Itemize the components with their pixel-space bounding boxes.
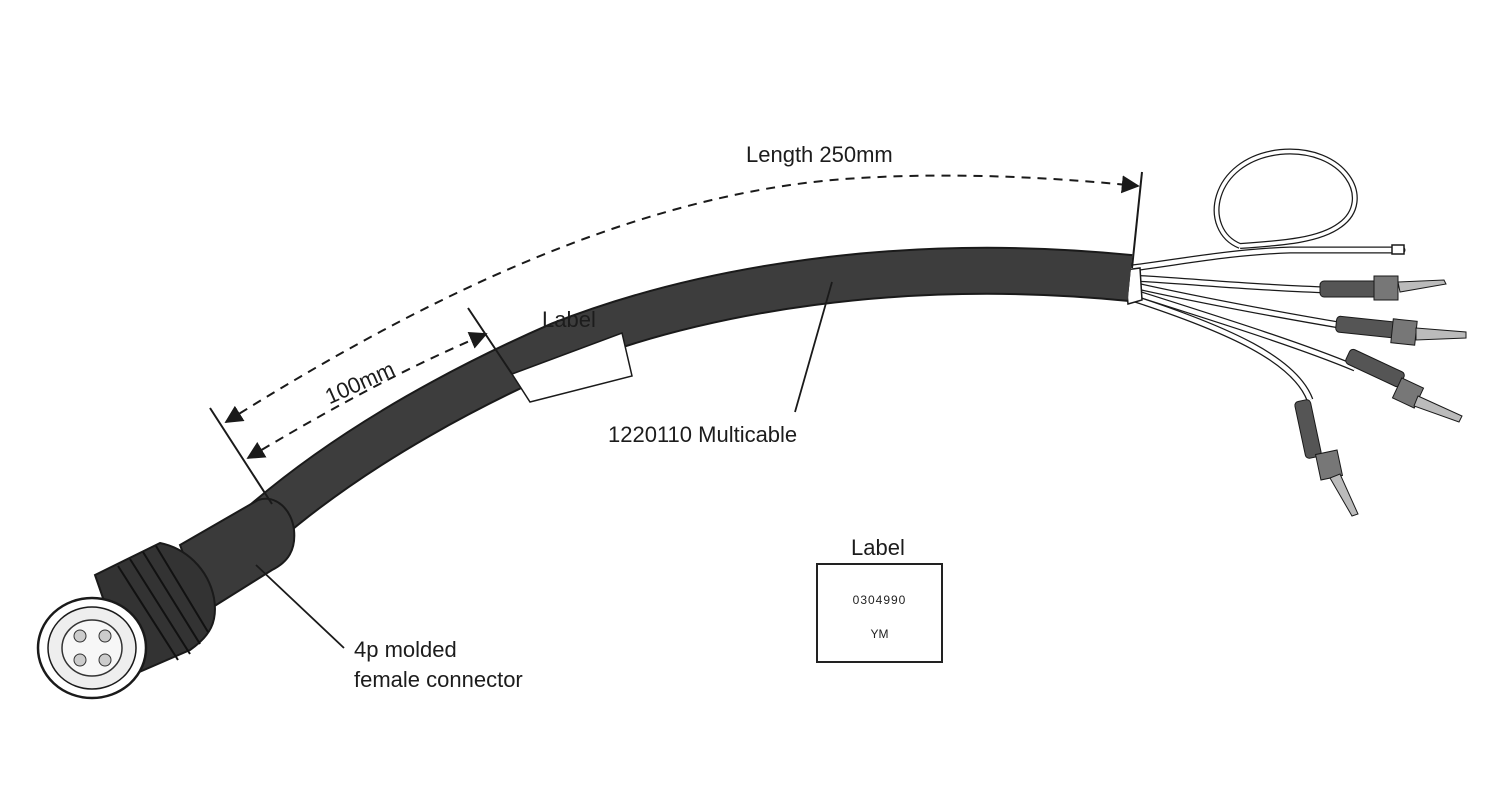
label-detail-box: 0304990 YM (816, 563, 943, 663)
connector-leader (255, 564, 345, 649)
dimension-250-arc (224, 174, 1140, 423)
multicable-leader (794, 281, 833, 413)
label-detail-code: 0304990 (852, 593, 907, 607)
cable-label-callout: Label (542, 307, 596, 332)
connector-callout-line2: female connector (354, 667, 523, 692)
wire-2 (1131, 281, 1467, 346)
connector-callout-line1: 4p molded (354, 637, 457, 662)
wire-4 (1130, 294, 1359, 517)
wire-1 (1131, 274, 1447, 301)
dimension-start-line (209, 407, 273, 505)
label-detail-title: Label (851, 535, 905, 560)
length-dimension-text: Length 250mm (746, 142, 893, 167)
label-offset-end-line (467, 307, 513, 375)
label-detail-initials: YM (870, 627, 889, 641)
wire-3 (1130, 288, 1463, 423)
multicable-callout: 1220110 Multicable (608, 422, 798, 447)
dimension-100-arc (246, 331, 488, 459)
